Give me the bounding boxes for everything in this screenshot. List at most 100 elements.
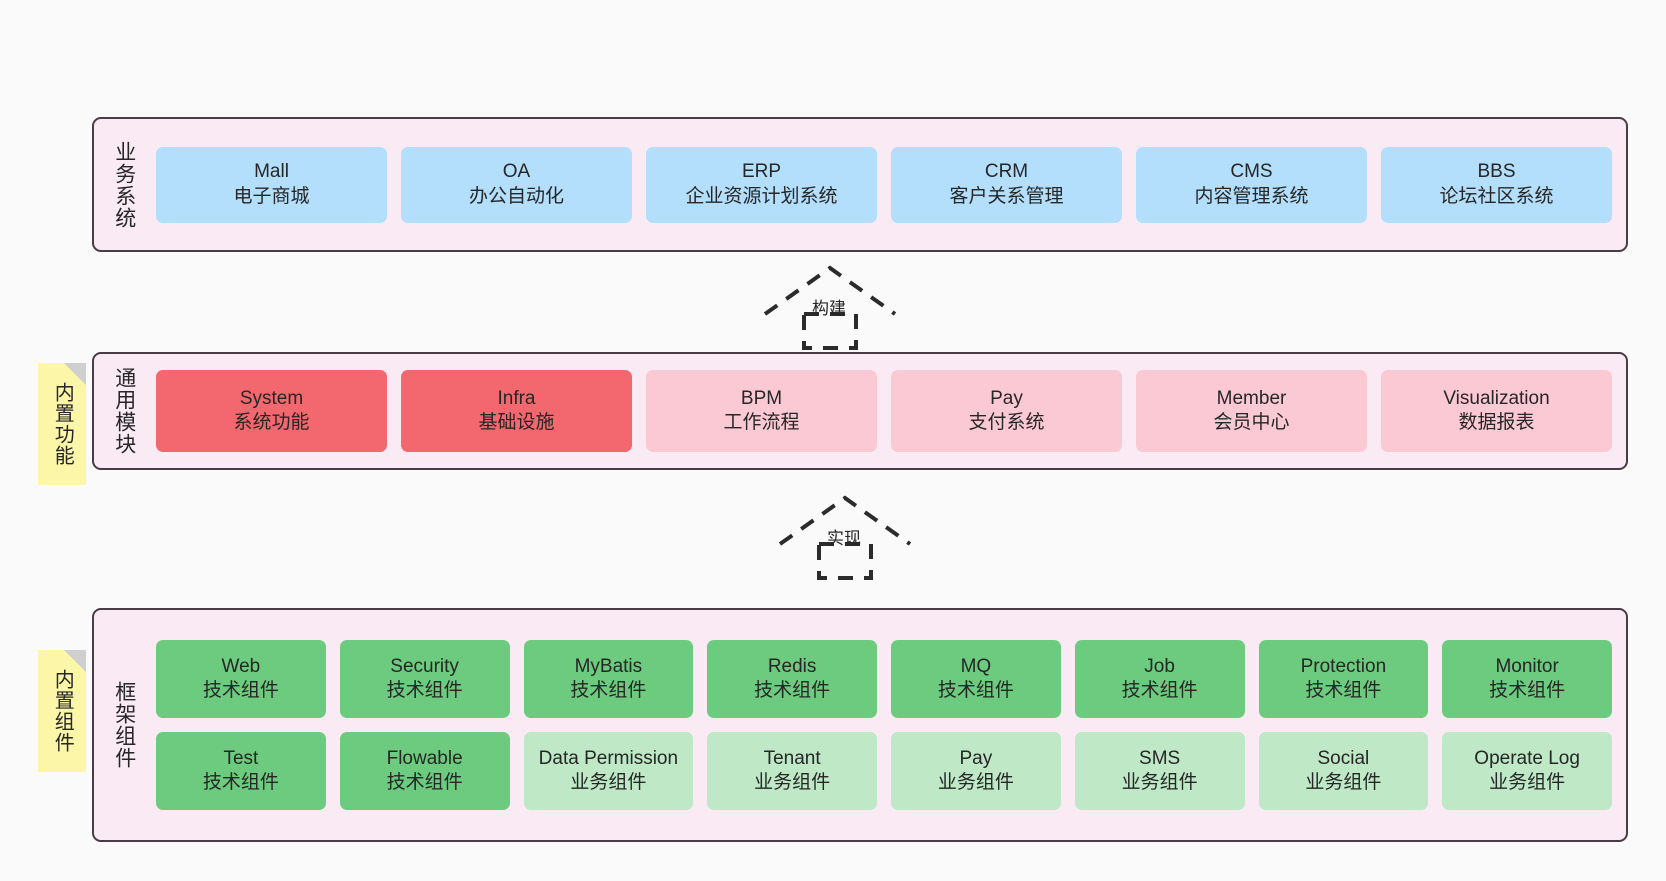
card-cms[interactable]: CMS 内容管理系统 [1136, 146, 1367, 223]
card-pay-component-en: Pay [959, 747, 993, 769]
card-operate-log-en: Operate Log [1474, 747, 1580, 769]
card-protection[interactable]: Protection 技术组件 [1258, 640, 1429, 718]
card-crm-cn: 客户关系管理 [949, 185, 1064, 207]
card-data-permission[interactable]: Data Permission 业务组件 [523, 732, 694, 810]
card-infra-cn: 基础设施 [478, 412, 555, 433]
card-monitor[interactable]: Monitor 技术组件 [1442, 640, 1612, 718]
card-mybatis-cn: 技术组件 [570, 680, 647, 701]
card-mall[interactable]: Mall 电子商城 [156, 146, 387, 223]
card-social-cn: 业务组件 [1305, 772, 1382, 793]
card-system-cn: 系统功能 [233, 412, 310, 433]
card-bpm-en: BPM [740, 387, 783, 409]
card-crm[interactable]: CRM 客户关系管理 [891, 146, 1122, 223]
card-mall-en: Mall [254, 161, 289, 183]
card-mybatis[interactable]: MyBatis 技术组件 [523, 640, 694, 718]
card-bpm-cn: 工作流程 [723, 412, 800, 433]
card-security-cn: 技术组件 [386, 680, 463, 701]
card-visualization-en: Visualization [1443, 387, 1550, 409]
card-oa-en: OA [502, 161, 531, 183]
layer-body-business-systems: Mall 电子商城 OA 办公自动化 ERP 企业资源计划系统 CRM 客户关系… [146, 119, 1626, 250]
card-tenant-cn: 业务组件 [754, 772, 831, 793]
row-common-modules: System 系统功能 Infra 基础设施 BPM 工作流程 Pay 支付系统… [156, 370, 1612, 452]
connector-implement-label: 实现 [827, 529, 861, 548]
card-member-en: Member [1216, 387, 1287, 409]
card-tenant[interactable]: Tenant 业务组件 [707, 732, 877, 810]
card-protection-en: Protection [1300, 655, 1387, 677]
card-infra[interactable]: Infra 基础设施 [401, 370, 632, 452]
card-system[interactable]: System 系统功能 [156, 370, 387, 452]
card-redis[interactable]: Redis 技术组件 [707, 640, 877, 718]
card-erp-cn: 企业资源计划系统 [685, 185, 838, 207]
card-bbs-cn: 论坛社区系统 [1439, 185, 1554, 207]
card-oa-cn: 办公自动化 [468, 185, 564, 207]
row-framework-technical: Web 技术组件 Security 技术组件 MyBatis 技术组件 Redi… [156, 640, 1612, 718]
card-pay-module-cn: 支付系统 [968, 412, 1045, 433]
card-protection-cn: 技术组件 [1305, 680, 1382, 701]
card-operate-log[interactable]: Operate Log 业务组件 [1442, 732, 1612, 810]
card-member-cn: 会员中心 [1213, 412, 1290, 433]
card-bbs[interactable]: BBS 论坛社区系统 [1381, 146, 1612, 223]
layer-framework-components: 框架组件 Web 技术组件 Security 技术组件 MyBatis 技术组件… [92, 608, 1628, 842]
card-operate-log-cn: 业务组件 [1489, 772, 1566, 793]
card-security-en: Security [390, 655, 459, 677]
card-monitor-en: Monitor [1495, 655, 1559, 677]
card-erp[interactable]: ERP 企业资源计划系统 [646, 146, 877, 223]
card-oa[interactable]: OA 办公自动化 [401, 146, 632, 223]
card-infra-en: Infra [497, 387, 536, 409]
card-job-en: Job [1144, 655, 1175, 677]
card-mall-cn: 电子商城 [233, 185, 310, 207]
card-social[interactable]: Social 业务组件 [1258, 732, 1429, 810]
card-erp-en: ERP [741, 161, 782, 183]
card-system-en: System [239, 387, 304, 409]
card-visualization[interactable]: Visualization 数据报表 [1381, 370, 1612, 452]
card-mq[interactable]: MQ 技术组件 [891, 640, 1061, 718]
card-data-permission-en: Data Permission [538, 747, 679, 769]
card-bpm[interactable]: BPM 工作流程 [646, 370, 877, 452]
layer-title-business-systems: 业务系统 [112, 140, 136, 229]
connector-build-label: 构建 [812, 299, 846, 318]
card-cms-cn: 内容管理系统 [1194, 185, 1309, 207]
card-data-permission-cn: 业务组件 [570, 772, 647, 793]
card-test-en: Test [223, 747, 259, 769]
card-pay-component-cn: 业务组件 [937, 772, 1014, 793]
card-bbs-en: BBS [1477, 161, 1516, 183]
card-security[interactable]: Security 技术组件 [339, 640, 510, 718]
layer-title-common-modules: 通用模块 [112, 367, 136, 455]
card-crm-en: CRM [984, 161, 1029, 183]
layer-title-framework-components: 框架组件 [112, 681, 136, 769]
layer-body-framework-components: Web 技术组件 Security 技术组件 MyBatis 技术组件 Redi… [146, 610, 1626, 840]
card-social-en: Social [1317, 747, 1370, 769]
layer-common-modules: 通用模块 System 系统功能 Infra 基础设施 BPM 工作流程 Pay [92, 352, 1628, 470]
card-test-cn: 技术组件 [202, 772, 279, 793]
card-web-cn: 技术组件 [202, 680, 279, 701]
card-web-en: Web [221, 655, 261, 677]
card-mybatis-en: MyBatis [574, 655, 643, 677]
card-monitor-cn: 技术组件 [1489, 680, 1566, 701]
card-flowable-cn: 技术组件 [386, 772, 463, 793]
card-cms-en: CMS [1230, 161, 1273, 183]
card-flowable[interactable]: Flowable 技术组件 [339, 732, 510, 810]
card-sms[interactable]: SMS 业务组件 [1074, 732, 1245, 810]
card-pay-module[interactable]: Pay 支付系统 [891, 370, 1122, 452]
row-business-systems: Mall 电子商城 OA 办公自动化 ERP 企业资源计划系统 CRM 客户关系… [156, 146, 1612, 223]
card-flowable-en: Flowable [386, 747, 463, 769]
card-mq-cn: 技术组件 [937, 680, 1014, 701]
card-pay-component[interactable]: Pay 业务组件 [891, 732, 1061, 810]
card-visualization-cn: 数据报表 [1458, 412, 1535, 433]
card-sms-en: SMS [1139, 747, 1181, 769]
row-framework-business: Test 技术组件 Flowable 技术组件 Data Permission … [156, 732, 1612, 810]
layer-business-systems: 业务系统 Mall 电子商城 OA 办公自动化 ERP 企业资源计划系统 CRM [92, 117, 1628, 252]
card-job[interactable]: Job 技术组件 [1074, 640, 1245, 718]
card-tenant-en: Tenant [763, 747, 821, 769]
card-job-cn: 技术组件 [1121, 680, 1198, 701]
sticky-note-builtin-components: 内置组件 [38, 650, 86, 772]
card-web[interactable]: Web 技术组件 [156, 640, 326, 718]
sticky-note-builtin-features: 内置功能 [38, 363, 86, 485]
layer-body-common-modules: System 系统功能 Infra 基础设施 BPM 工作流程 Pay 支付系统… [146, 354, 1626, 468]
card-redis-cn: 技术组件 [754, 680, 831, 701]
card-redis-en: Redis [767, 655, 817, 677]
card-pay-module-en: Pay [990, 387, 1023, 409]
card-test[interactable]: Test 技术组件 [156, 732, 326, 810]
card-member[interactable]: Member 会员中心 [1136, 370, 1367, 452]
